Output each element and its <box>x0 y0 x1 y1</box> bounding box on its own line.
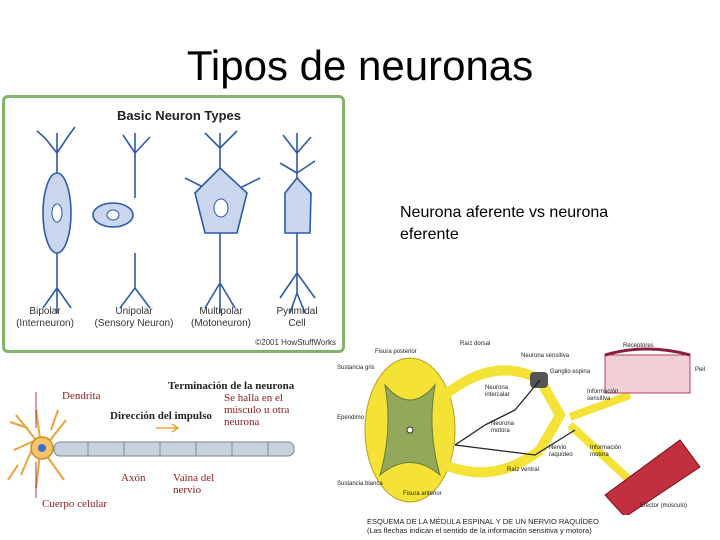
spinal-caption-line1: ESQUEMA DE LA MÉDULA ESPINAL Y DE UN NER… <box>367 517 599 526</box>
label-axon: Axón <box>121 472 146 484</box>
label-raiz-dorsal: Raíz dorsal <box>460 341 491 347</box>
neuron-types-figure: Basic Neuron Types Bipolar (Interneuron) <box>2 95 345 353</box>
type-name: Bipolar <box>29 306 61 317</box>
copyright-text: ©2001 HowStuffWorks <box>255 338 336 347</box>
label-info-sensitiva: Información sensitiva <box>587 389 619 402</box>
spinal-caption-line2: (Las flechas indican el sentido de la in… <box>367 526 592 535</box>
label-ependimo: Epéndimo <box>337 415 365 421</box>
type-label-bipolar: Bipolar (Interneuron) <box>13 306 77 330</box>
neuron-types-illustration <box>36 126 316 314</box>
label-terminacion: Terminación de la neurona <box>168 380 295 392</box>
label-direccion: Dirección del impulso <box>110 410 212 422</box>
label-neurona-motora: Neurona motora <box>491 421 515 434</box>
type-name: Unipolar <box>115 306 153 317</box>
label-nervio-raquideo: Nervio raquídeo <box>549 445 573 458</box>
neuron-structure-illustration <box>7 392 295 498</box>
type-sub: Cell <box>288 318 306 329</box>
neuron-types-title: Basic Neuron Types <box>117 108 242 123</box>
label-neurona-intercalar: Neurona intercalar <box>485 385 510 398</box>
label-neurona-sensitiva: Neurona sensitiva <box>521 353 570 359</box>
neuron-structure-figure: Dendrita Terminación de la neurona Se ha… <box>6 370 306 540</box>
type-label-pyramidal: Pyrimidal Cell <box>267 306 327 330</box>
label-receptores: Receptores <box>623 343 654 349</box>
label-fisura-posterior: Fisura posterior <box>375 349 417 355</box>
type-name: Multipolar <box>199 306 243 317</box>
spinal-caption: ESQUEMA DE LA MÉDULA ESPINAL Y DE UN NER… <box>367 517 599 535</box>
type-sub: (Motoneuron) <box>190 318 252 329</box>
label-piel: Piel <box>695 367 706 373</box>
type-label-multipolar: Multipolar (Motoneuron) <box>183 306 259 330</box>
spinal-cord-figure: Fisura posterior Sustancia gris Epéndimo… <box>335 335 720 540</box>
label-terminacion-sub: Se halla en el músculo u otra neurona <box>224 392 290 428</box>
spinal-cord-illustration <box>364 347 701 515</box>
label-sustancia-blanca: Sustancia blanca <box>337 481 383 487</box>
label-fisura-anterior: Fisura anterior <box>403 491 442 497</box>
label-vaina: Vaina del nervio <box>173 472 215 496</box>
type-sub: (Interneuron) <box>16 318 74 329</box>
label-info-motora: Información motora <box>590 445 622 458</box>
type-sub: (Sensory Neuron) <box>94 318 174 329</box>
label-ganglio-espina: Ganglio espina <box>550 369 591 375</box>
type-name: Pyrimidal <box>276 306 318 317</box>
label-efector: Efector (músculo) <box>640 503 688 509</box>
label-sustancia-gris: Sustancia gris <box>337 365 375 371</box>
type-label-unipolar: Unipolar (Sensory Neuron) <box>89 306 179 330</box>
slide-title: Tipos de neuronas <box>186 42 534 89</box>
label-dendrita: Dendrita <box>62 390 101 402</box>
label-raiz-ventral: Raíz ventral <box>507 467 540 473</box>
afferent-efferent-caption: Neurona aferente vs neurona eferente <box>400 204 609 243</box>
label-cuerpo: Cuerpo celular <box>42 498 108 510</box>
